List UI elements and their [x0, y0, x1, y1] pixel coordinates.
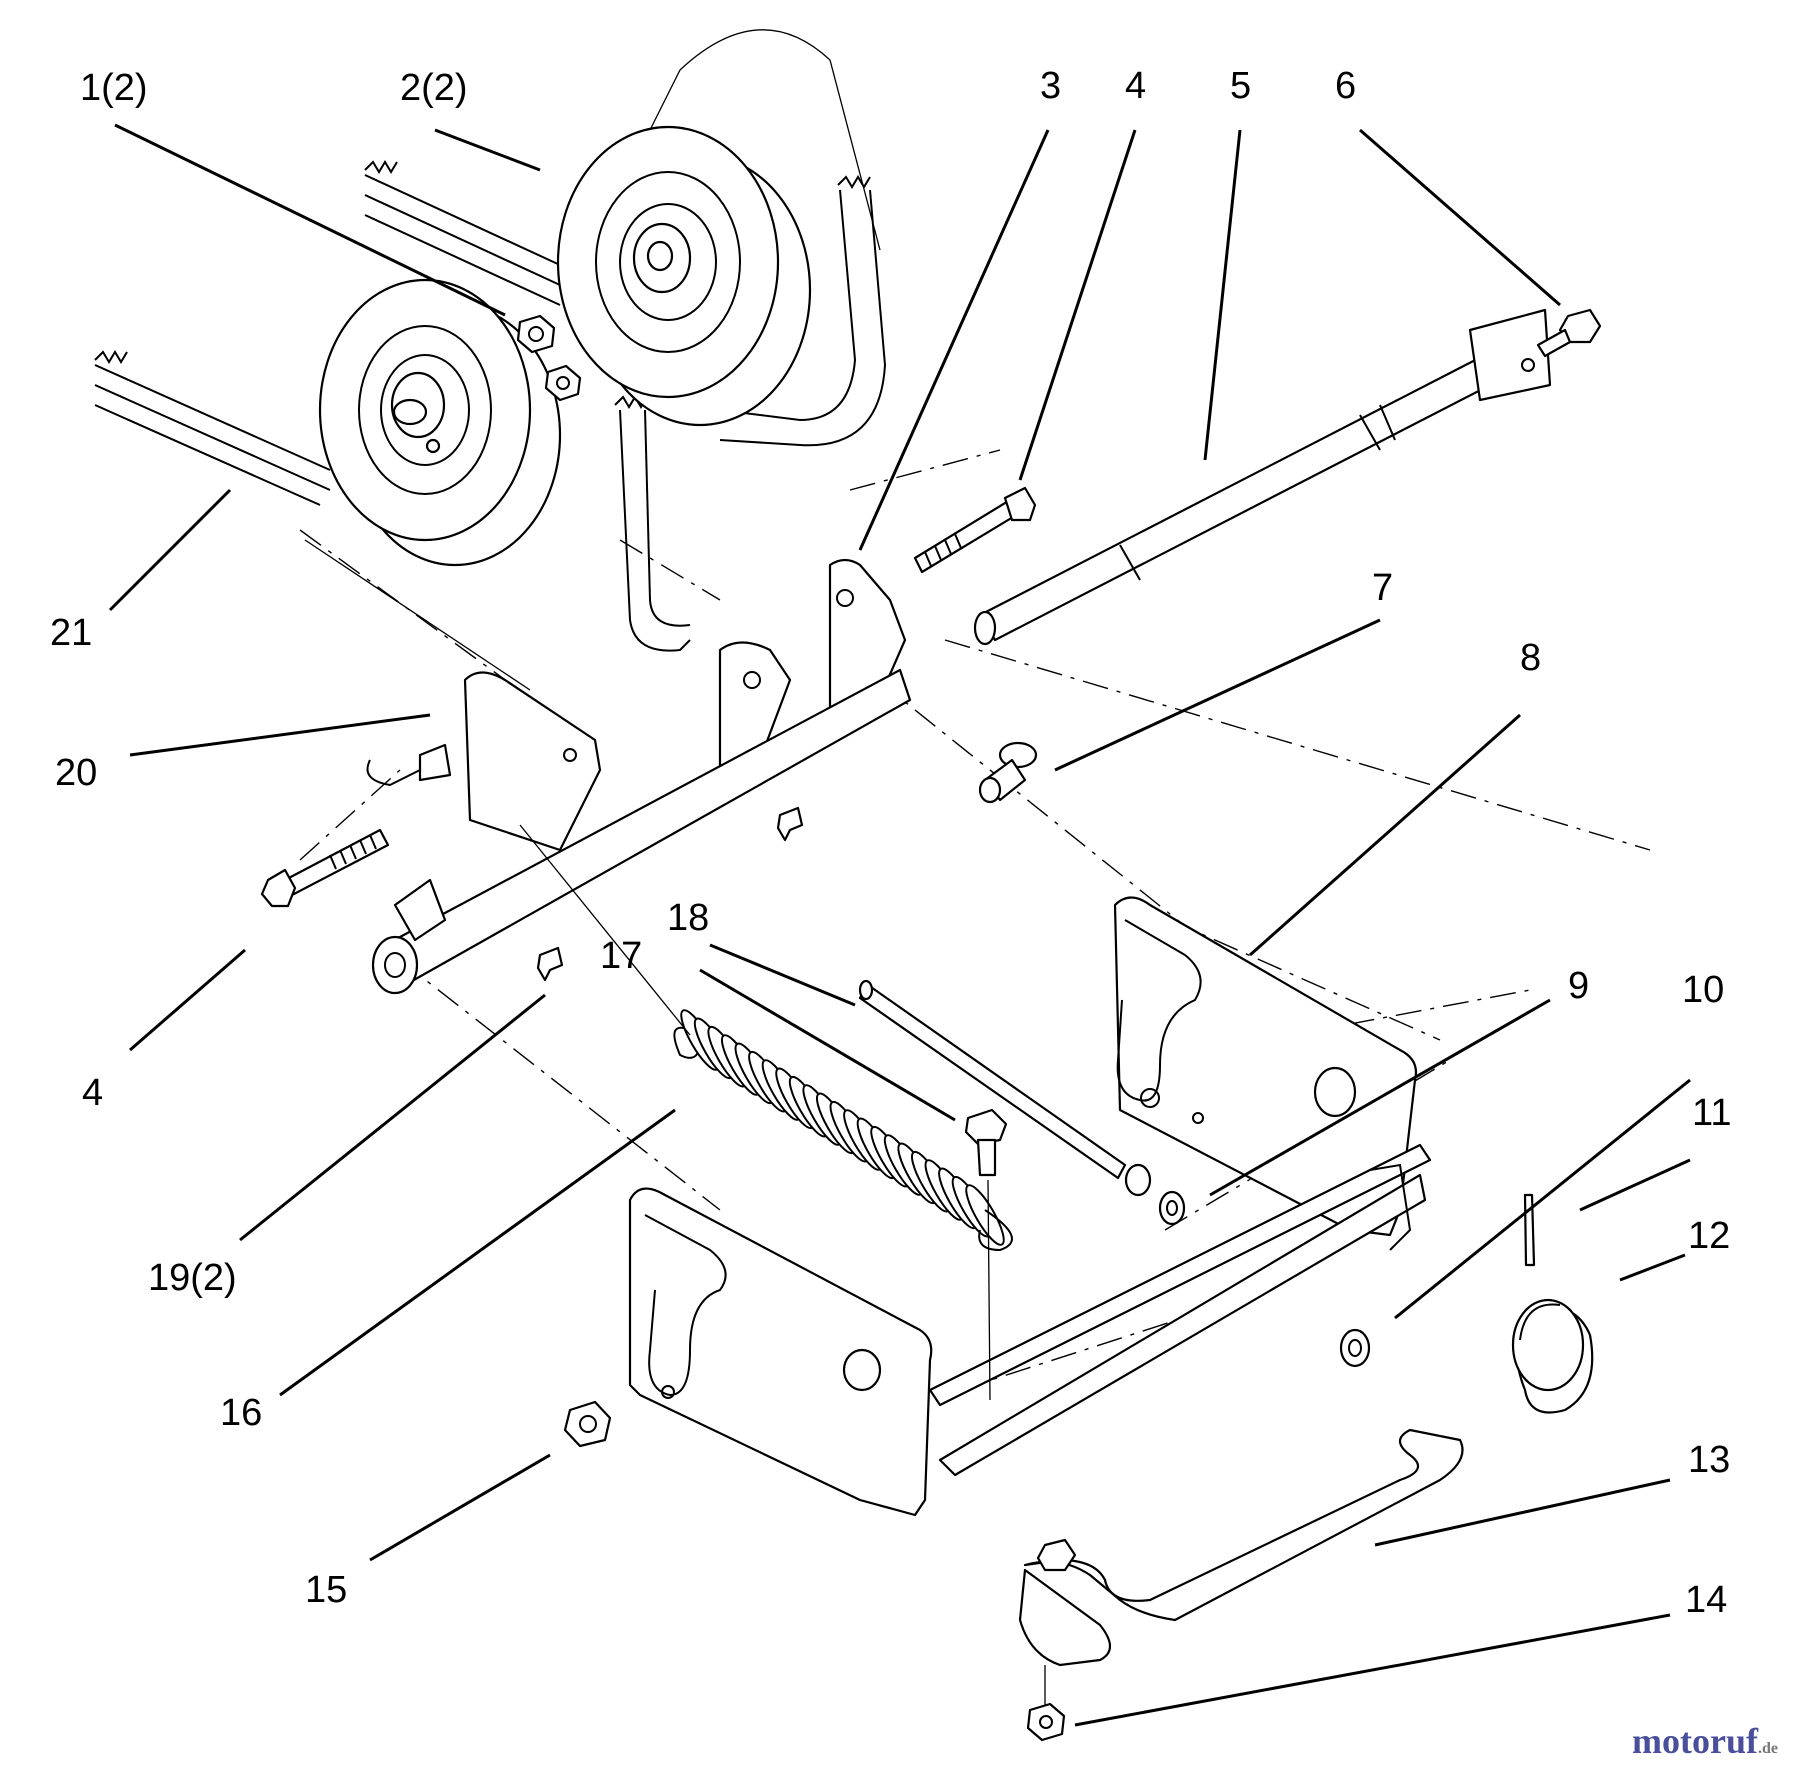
callout-16: 16	[220, 1392, 262, 1434]
callout-18: 18	[667, 897, 709, 939]
pivot-shaft	[973, 308, 1552, 646]
v-belt	[94, 29, 887, 691]
callout-15: 15	[305, 1569, 347, 1611]
callout-8: 8	[1520, 637, 1541, 679]
idler-arm-bracket	[366, 558, 907, 852]
idler-pulley-lower	[318, 278, 562, 567]
callout-11: 11	[1692, 1092, 1731, 1134]
callout-19: 19(2)	[148, 1257, 237, 1299]
watermark-name: motoruf	[1632, 1721, 1758, 1761]
callout-14: 14	[1685, 1579, 1727, 1621]
pivot-tube	[371, 668, 912, 995]
flange-nut	[563, 1400, 612, 1448]
hex-bolt-upper	[913, 486, 1037, 574]
callout-4-lower: 4	[82, 1072, 103, 1114]
handle-lever	[1018, 1428, 1464, 1667]
shoulder-bolt	[964, 1108, 1008, 1401]
callout-13: 13	[1688, 1439, 1730, 1481]
adjustment-knob	[1511, 1298, 1594, 1414]
clevis-pin	[978, 741, 1038, 804]
callout-10: 10	[1682, 969, 1724, 1011]
callout-9: 9	[1568, 965, 1589, 1007]
lock-nut	[516, 314, 582, 402]
flange-bolt	[1536, 308, 1602, 358]
callout-21: 21	[50, 612, 92, 654]
mounting-bracket	[628, 1143, 1432, 1517]
callout-labels: 1(2) 2(2) 3 4 5 6 7 8 9 10 11 12 13 14 1…	[50, 65, 1731, 1621]
callout-2: 2(2)	[400, 67, 468, 109]
callout-12: 12	[1688, 1215, 1730, 1257]
hex-nut	[1026, 1665, 1066, 1742]
callout-17: 17	[600, 935, 642, 977]
callout-6: 6	[1335, 65, 1356, 107]
callout-20: 20	[55, 752, 97, 794]
callout-5: 5	[1230, 65, 1251, 107]
adjustment-rod	[858, 979, 1152, 1197]
watermark-suffix: .de	[1758, 1740, 1778, 1757]
retaining-clip	[536, 806, 804, 982]
callout-1: 1(2)	[80, 67, 148, 109]
extension-spring	[519, 824, 1013, 1252]
spring-coil	[965, 1184, 1005, 1246]
callout-3: 3	[1040, 65, 1061, 107]
idler-pulley-upper	[556, 125, 812, 427]
watermark-logo: motoruf.de	[1632, 1720, 1778, 1762]
callout-7: 7	[1372, 567, 1393, 609]
washer	[1158, 1190, 1371, 1368]
callout-4-upper: 4	[1125, 65, 1146, 107]
leader-lines	[108, 123, 1691, 1727]
hex-bolt-lower	[260, 828, 390, 908]
